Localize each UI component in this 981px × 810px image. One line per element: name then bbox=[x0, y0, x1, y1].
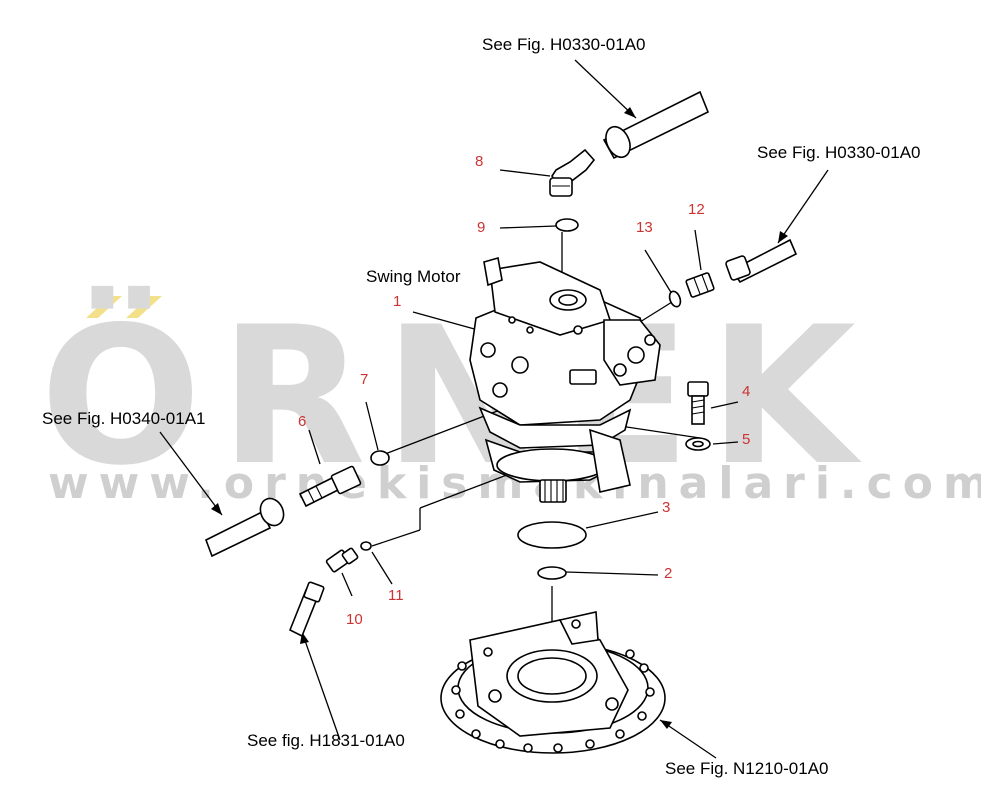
part-5-washer bbox=[685, 437, 711, 451]
part-6-fitting bbox=[298, 465, 362, 508]
leader-lines bbox=[159, 59, 829, 759]
part-9-o-ring bbox=[555, 218, 579, 232]
part-12-adapter bbox=[685, 272, 715, 298]
part-number-2: 2 bbox=[664, 565, 672, 582]
base-housing bbox=[440, 611, 666, 754]
part-11-o-ring bbox=[360, 541, 372, 551]
swing-motor-label: Swing Motor bbox=[366, 267, 461, 286]
part-7-o-ring bbox=[370, 450, 390, 466]
part-13-o-ring bbox=[668, 290, 682, 308]
part-number-7: 7 bbox=[360, 371, 368, 388]
part-3-o-ring bbox=[517, 521, 587, 549]
reference-bottom-right: See Fig. N1210-01A0 bbox=[665, 759, 829, 778]
hose-top bbox=[602, 90, 710, 160]
part-8-elbow-fitting bbox=[549, 148, 596, 197]
watermark-accent-mark-right bbox=[126, 296, 162, 318]
hose-left bbox=[204, 497, 285, 558]
part-number-13: 13 bbox=[636, 219, 653, 236]
part-number-3: 3 bbox=[662, 499, 670, 516]
part-number-10: 10 bbox=[346, 611, 363, 628]
part-number-9: 9 bbox=[477, 219, 485, 236]
reference-left: See Fig. H0340-01A1 bbox=[42, 409, 206, 428]
part-number-6: 6 bbox=[298, 413, 306, 430]
labels: Swing Motor See Fig. H0330-01A0 See Fig.… bbox=[42, 35, 921, 778]
part-2-o-ring bbox=[537, 566, 567, 580]
watermark-accent-mark-left bbox=[86, 296, 122, 318]
reference-bottom-left: See fig. H1831-01A0 bbox=[247, 731, 405, 750]
hose-right bbox=[725, 238, 798, 284]
part-number-5: 5 bbox=[742, 431, 750, 448]
part-number-1: 1 bbox=[393, 293, 401, 310]
part-number-8: 8 bbox=[475, 153, 483, 170]
part-number-12: 12 bbox=[688, 201, 705, 218]
reference-right: See Fig. H0330-01A0 bbox=[757, 143, 921, 162]
part-number-11: 11 bbox=[388, 587, 404, 604]
reference-top: See Fig. H0330-01A0 bbox=[482, 35, 646, 54]
part-10-fitting bbox=[325, 547, 359, 573]
part-4-bolt bbox=[687, 381, 709, 425]
swing-motor-body bbox=[469, 256, 661, 503]
hose-bottom-left bbox=[288, 581, 325, 638]
part-number-4: 4 bbox=[742, 383, 750, 400]
